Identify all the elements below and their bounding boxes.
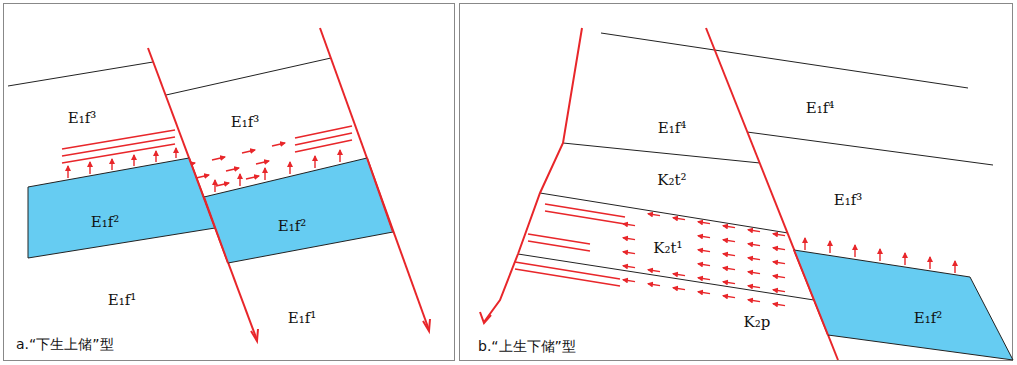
layer-fill <box>794 250 1013 360</box>
fault-line <box>148 28 838 360</box>
fault-edge <box>794 250 828 335</box>
layer-fill <box>28 158 215 258</box>
reservoir-layer: E₁f² <box>28 158 215 258</box>
reservoir-layer: E₁f² <box>794 250 1013 360</box>
layer-label: E₁f² <box>278 217 307 235</box>
stratum-label: K₂t² <box>657 171 686 189</box>
stratum-label: E₁f³ <box>68 109 97 127</box>
stratum-label: E₁f³ <box>834 191 863 209</box>
layer-shape <box>794 250 1013 360</box>
stratum-label: K₂t¹ <box>653 239 682 257</box>
panel-caption: b.“上生下储”型 <box>478 338 576 355</box>
layer-shape <box>28 158 215 258</box>
panel-caption: a.“下生上储”型 <box>16 336 114 353</box>
stratum-label: K₂p <box>744 313 771 331</box>
stratum-label: E₁f⁴ <box>806 99 835 117</box>
layer-label: E₁f² <box>914 309 943 327</box>
fault-edge <box>204 197 228 263</box>
reservoir-layer: E₁f² <box>204 158 393 263</box>
panel-frame <box>4 4 1013 361</box>
stratum-label: E₁f³ <box>231 113 260 131</box>
stratum-label: E₁f⁴ <box>658 119 687 137</box>
layer-label: E₁f² <box>91 213 120 231</box>
stratum-label: E₁f¹ <box>288 309 317 327</box>
fault-edge <box>367 158 393 232</box>
layer-shape <box>204 158 393 263</box>
layer-fill <box>204 158 393 263</box>
stratum-label: E₁f¹ <box>108 291 137 309</box>
